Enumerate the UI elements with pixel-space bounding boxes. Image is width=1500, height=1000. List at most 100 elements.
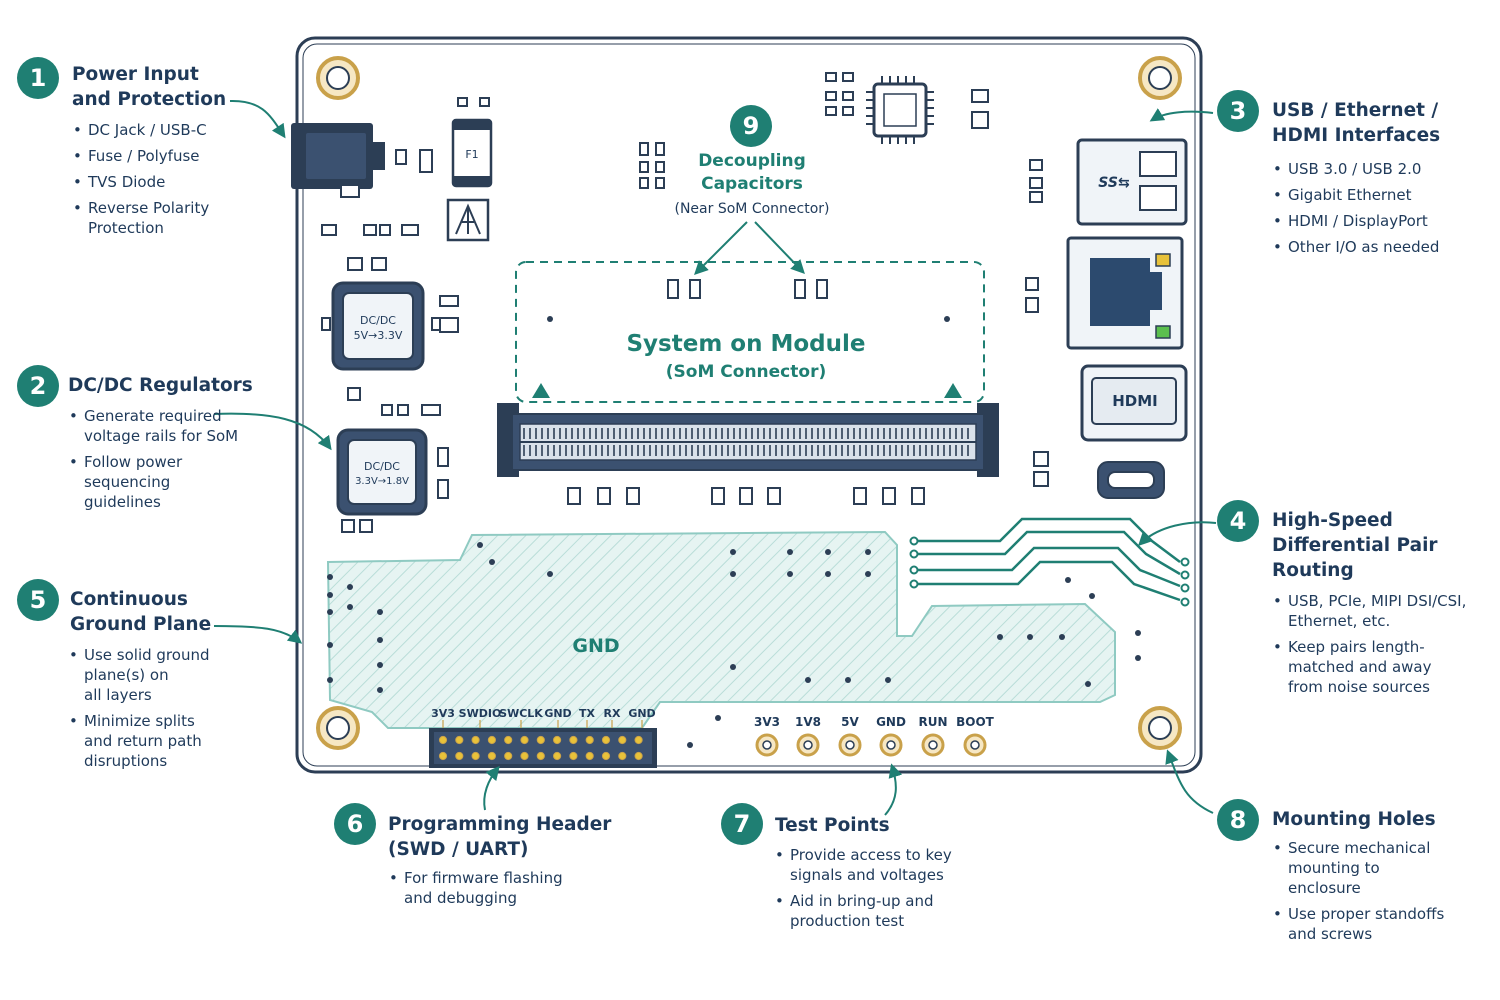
title-line: USB / Ethernet / [1272,100,1439,121]
list-item: DC Jack / USB-C [70,120,209,140]
callout-3-badge: 3 [1217,90,1259,132]
callout-2-badge: 2 [17,365,59,407]
callout-9-subtitle: (Near SoM Connector) [674,201,830,217]
reg2-line2: 3.3V→1.8V [355,476,409,487]
differential-pairs [914,517,1181,602]
callout-4-title: High-Speed Differential Pair Routing [1272,508,1438,583]
reg1-line2: 5V→3.3V [354,329,403,342]
header-pin-label: SWDIO [459,707,502,720]
reg1-line1: DC/DC [360,314,396,327]
callout-9-badge: 9 [730,105,772,147]
callout-5-badge: 5 [17,579,59,621]
callout-8-title: Mounting Holes [1272,807,1436,832]
fuse-label: F1 [465,148,478,161]
header-pin-label: 3V3 [431,707,455,720]
chip-ic [866,76,934,144]
callout-1-badge: 1 [17,57,59,99]
hdmi-label: HDMI [1112,392,1158,410]
ethernet-port [1066,236,1184,350]
list-item: Fuse / Polyfuse [70,146,209,166]
title-line: Test Points [775,815,890,836]
title-line: Routing [1272,560,1354,581]
test-point: 1V8 [795,715,821,757]
title-line: Capacitors [701,174,803,194]
list-item: USB 3.0 / USB 2.0 [1270,159,1439,179]
title-line: Continuous [70,589,188,610]
title-line: Mounting Holes [1272,809,1436,830]
title-line: DC/DC Regulators [68,375,253,396]
ground-plane [326,530,1116,729]
test-point-label: BOOT [956,715,995,729]
list-item: HDMI / DisplayPort [1270,211,1439,231]
regulator-1: DC/DC 5V→3.3V [331,281,425,371]
callout-3-title: USB / Ethernet / HDMI Interfaces [1272,98,1440,148]
som-connector [497,403,999,477]
test-point: GND [876,715,906,757]
list-item: Gigabit Ethernet [1270,185,1439,205]
callout-4-bullets: USB, PCIe, MIPI DSI/CSI,Ethernet, etc. K… [1270,591,1466,703]
title-line: High-Speed [1272,510,1393,531]
title-line: HDMI Interfaces [1272,125,1441,146]
som-outline [515,261,985,403]
callout-5-title: Continuous Ground Plane [70,587,211,637]
title-line: Ground Plane [70,614,212,635]
header-pin-label: TX [579,707,596,720]
title-line: Differential Pair [1272,535,1438,556]
test-point-label: 3V3 [754,715,780,729]
som-subtitle: (SoM Connector) [666,362,826,382]
test-point: RUN [918,715,948,757]
test-point: BOOT [956,715,995,757]
callout-1-bullets: DC Jack / USB-C Fuse / Polyfuse TVS Diod… [70,120,209,244]
title-line: and Protection [72,89,227,110]
header-pin-label: RX [604,707,621,720]
usb-logo: SS⇆ [1098,175,1130,191]
test-point-label: RUN [918,715,947,729]
reg2-line1: DC/DC [364,460,400,473]
callout-7-title: Test Points [775,813,890,838]
header-pin-label: GND [628,707,655,720]
test-point-label: GND [876,715,906,729]
callout-9-title: Decoupling Capacitors [680,150,824,196]
callout-7-badge: 7 [721,803,763,845]
som-title: System on Module [626,331,865,357]
title-line: Programming Header [388,814,612,835]
test-point: 3V3 [754,715,780,757]
callout-8-badge: 8 [1217,799,1259,841]
regulator-2: DC/DC 3.3V→1.8V [336,428,428,516]
title-line: Decoupling [698,151,806,171]
callout-1-title: Power Input and Protection [72,62,226,112]
usb-port: SS⇆ [1076,138,1188,226]
title-line: Power Input [72,64,199,85]
test-point: 5V [838,715,862,757]
header-pin-label: SWCLK [499,707,543,720]
test-point-label: 1V8 [795,715,821,729]
hdmi-port: HDMI [1080,364,1188,442]
list-item: Other I/O as needed [1270,237,1439,257]
usb-c-port [1097,461,1165,499]
callout-2-title: DC/DC Regulators [68,373,253,398]
header-pin-label: GND [544,707,571,720]
callout-6-badge: 6 [334,803,376,845]
list-item: TVS Diode [70,172,209,192]
callout-6-title: Programming Header (SWD / UART) [388,812,611,862]
title-line: (SWD / UART) [388,839,529,860]
callout-3-bullets: USB 3.0 / USB 2.0 Gigabit Ethernet HDMI … [1270,159,1439,263]
callout-4-badge: 4 [1217,500,1259,542]
test-point-label: 5V [841,715,859,729]
mounting-holes [316,56,1182,750]
